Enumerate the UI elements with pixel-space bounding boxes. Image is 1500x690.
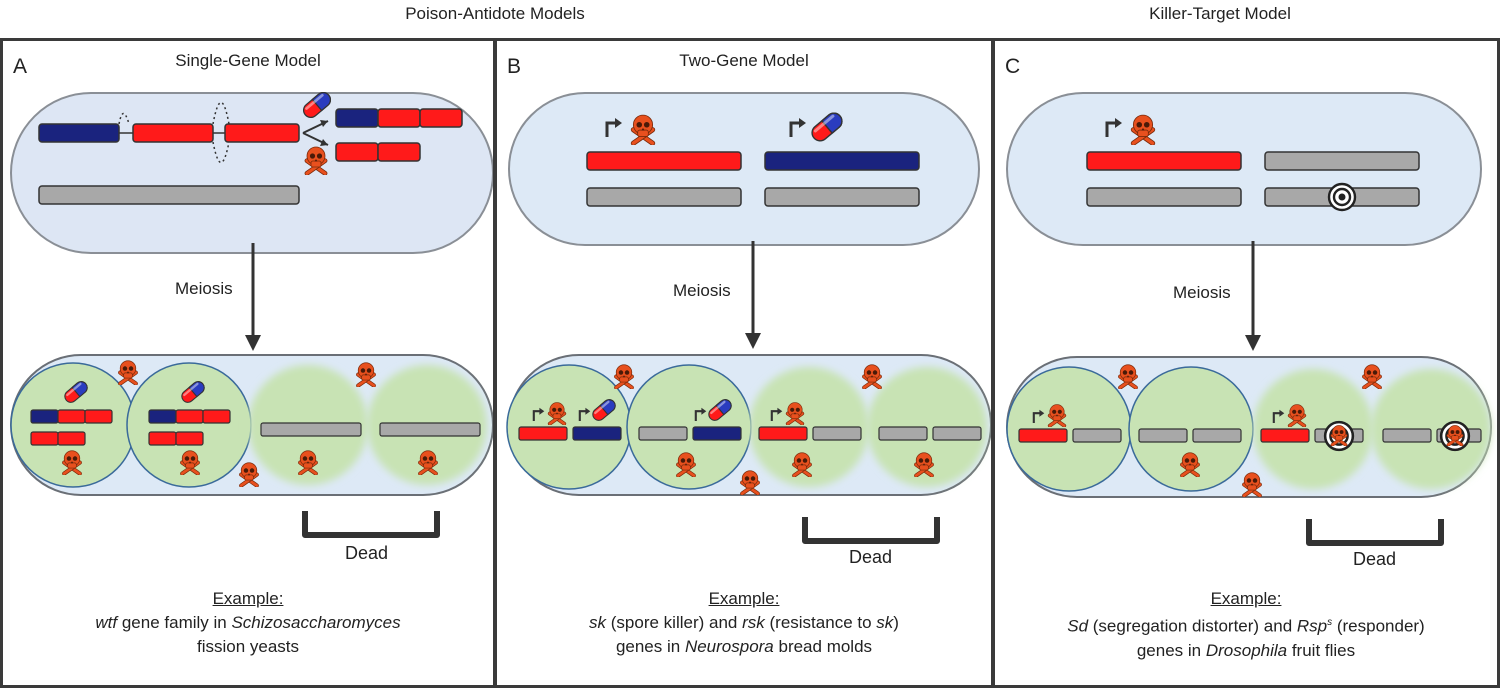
example-line-1: sk (spore killer) and rsk (resistance to… bbox=[589, 613, 899, 632]
header-poison-antidote: Poison-Antidote Models bbox=[405, 4, 585, 23]
panel-title: Two-Gene Model bbox=[679, 51, 809, 70]
gene-poison-exon bbox=[132, 123, 214, 143]
meiosis-label: Meiosis bbox=[175, 279, 233, 298]
panel-a: A Single-Gene Model Meiosis Dead Example… bbox=[0, 38, 496, 688]
spore-dead bbox=[749, 367, 869, 487]
panel-letter: C bbox=[1005, 55, 1021, 78]
example-line-2: genes in Neurospora bread molds bbox=[615, 637, 873, 656]
example-line-1: Sd (segregation distorter) and Rsps (res… bbox=[1067, 616, 1425, 636]
gene-poison-exon bbox=[224, 123, 300, 143]
panel-c-diagram bbox=[1006, 92, 1492, 546]
example-caption: Example: Sd (segregation distorter) and … bbox=[995, 587, 1497, 663]
dead-label: Dead bbox=[849, 547, 893, 567]
example-line-1: wtf gene family in Schizosaccharomyces bbox=[95, 613, 401, 632]
meiosis-label: Meiosis bbox=[1173, 283, 1231, 302]
gene-neutral bbox=[1264, 151, 1420, 171]
example-caption: Example: wtf gene family in Schizosaccha… bbox=[3, 587, 493, 659]
gene-killer bbox=[586, 151, 742, 171]
panel-a-diagram bbox=[10, 89, 493, 538]
homolog-chromosome bbox=[38, 185, 300, 205]
panel-title: Single-Gene Model bbox=[175, 51, 321, 70]
header-killer-target: Killer-Target Model bbox=[1149, 4, 1291, 23]
example-caption: Example: sk (spore killer) and rsk (resi… bbox=[497, 587, 991, 659]
spore-dead bbox=[1371, 369, 1491, 489]
panel-c: C Meiosis Dead Example: Sd (segregation … bbox=[992, 38, 1500, 688]
dead-label: Dead bbox=[345, 543, 389, 563]
example-line-2: fission yeasts bbox=[196, 637, 300, 656]
panel-b-diagram bbox=[506, 92, 991, 544]
gene-killer bbox=[1086, 151, 1242, 171]
homolog-chromosome bbox=[1086, 187, 1242, 207]
isoform-poison bbox=[335, 142, 379, 162]
parent-cell bbox=[1006, 92, 1482, 246]
isoform-antidote bbox=[335, 108, 379, 128]
dead-label: Dead bbox=[1353, 549, 1397, 569]
meiosis-label: Meiosis bbox=[673, 281, 731, 300]
homolog-chromosome bbox=[586, 187, 742, 207]
example-line-2: genes in Drosophila fruit flies bbox=[1136, 640, 1356, 660]
panel-b: B Two-Gene Model Meiosis Dead Example: s… bbox=[494, 38, 994, 688]
gene-antidote-exon bbox=[38, 123, 120, 143]
dead-bracket bbox=[302, 511, 440, 538]
panel-letter: B bbox=[507, 55, 522, 78]
spore-dead bbox=[1253, 369, 1373, 489]
dead-bracket bbox=[802, 517, 940, 544]
dead-bracket bbox=[1306, 519, 1444, 546]
homolog-chromosome bbox=[764, 187, 920, 207]
parent-cell bbox=[508, 92, 980, 246]
gene-resistance bbox=[764, 151, 920, 171]
example-heading: Example: bbox=[1210, 589, 1282, 608]
spore-dead bbox=[867, 367, 987, 487]
example-heading: Example: bbox=[212, 589, 284, 608]
example-heading: Example: bbox=[708, 589, 780, 608]
panel-letter: A bbox=[13, 55, 28, 78]
